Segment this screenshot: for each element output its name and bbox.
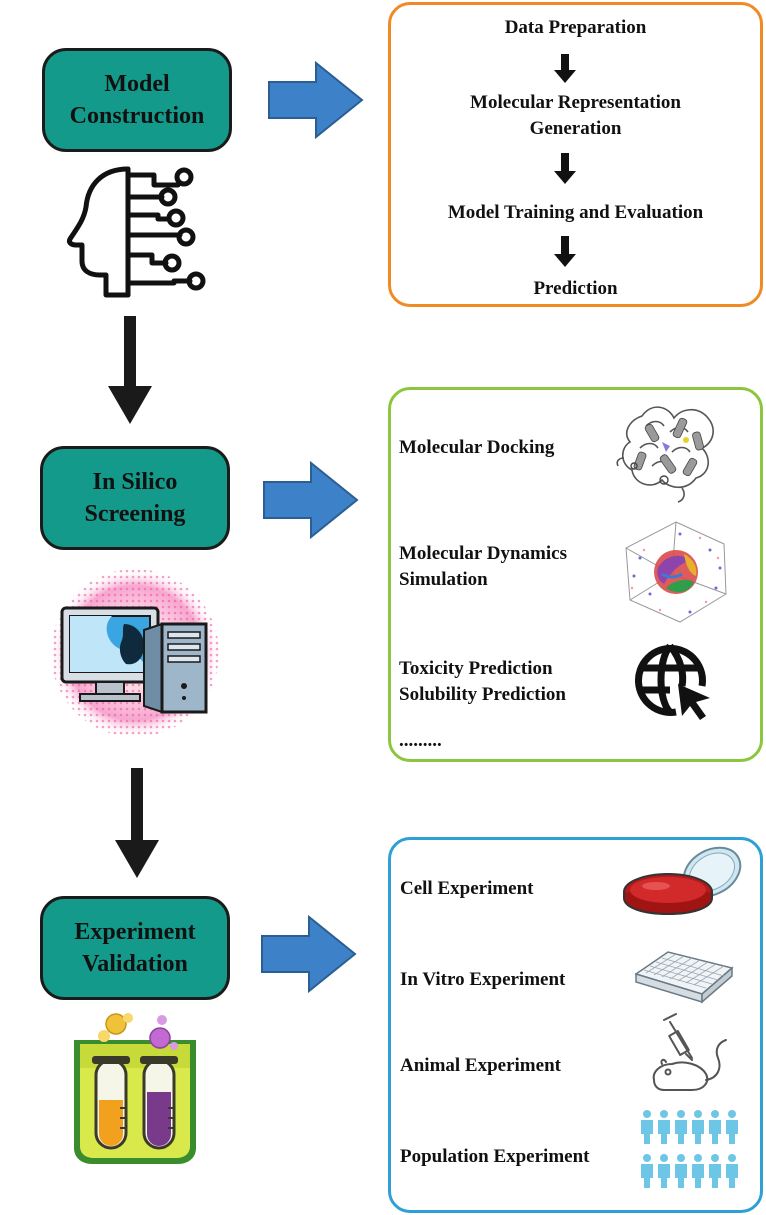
stage-label-line2: Screening (84, 501, 186, 527)
step-arrow-1 (554, 54, 576, 83)
step-molecular-representation: Molecular Representation (470, 92, 681, 113)
item-molecular-docking: Molecular Docking (399, 437, 555, 458)
right-arrow-2 (263, 460, 359, 540)
stage-in-silico-screening: In Silico Screening (40, 446, 230, 550)
item-animal-experiment: Animal Experiment (400, 1055, 561, 1076)
step-data-preparation: Data Preparation (504, 17, 647, 38)
step-arrow-2 (554, 153, 576, 184)
step-generation: Generation (529, 118, 622, 139)
right-arrow-1 (268, 60, 364, 140)
model-construction-steps-panel (388, 2, 763, 307)
down-arrow-1 (108, 316, 152, 424)
step-model-training: Model Training and Evaluation (447, 202, 704, 223)
item-toxicity-prediction: Toxicity Prediction (399, 658, 553, 679)
stage-experiment-validation: Experiment Validation (40, 896, 230, 1000)
well-plate-icon (634, 951, 734, 1004)
protein-structure-icon (616, 406, 714, 503)
ai-head-circuit-icon (67, 166, 206, 298)
computer-icon (51, 569, 219, 737)
item-molecular-dynamics: Molecular Dynamics (399, 543, 567, 564)
stage-model-construction: Model Construction (42, 48, 232, 152)
molecular-box-icon (625, 521, 727, 623)
step-arrow-3 (554, 236, 576, 267)
step-prediction: Prediction (533, 278, 618, 299)
stage-label-line2: Validation (82, 951, 188, 977)
stage-label-line2: Construction (69, 103, 205, 129)
stage-label-line1: In Silico (92, 469, 178, 495)
globe-cursor-icon (634, 643, 710, 720)
stage-label-line1: Experiment (74, 919, 196, 945)
population-icon (641, 1110, 738, 1188)
item-simulation: Simulation (399, 569, 488, 590)
test-tubes-icon (74, 1013, 196, 1164)
right-arrow-3 (261, 914, 357, 994)
mouse-syringe-icon (652, 1013, 727, 1091)
petri-dish-icon (623, 846, 742, 916)
item-population-experiment: Population Experiment (400, 1146, 590, 1167)
item-more: ......... (399, 730, 442, 751)
stage-label-line1: Model (104, 71, 170, 97)
down-arrow-2 (115, 768, 159, 878)
item-cell-experiment: Cell Experiment (400, 878, 534, 899)
item-in-vitro-experiment: In Vitro Experiment (400, 969, 566, 990)
item-solubility-prediction: Solubility Prediction (399, 684, 566, 705)
